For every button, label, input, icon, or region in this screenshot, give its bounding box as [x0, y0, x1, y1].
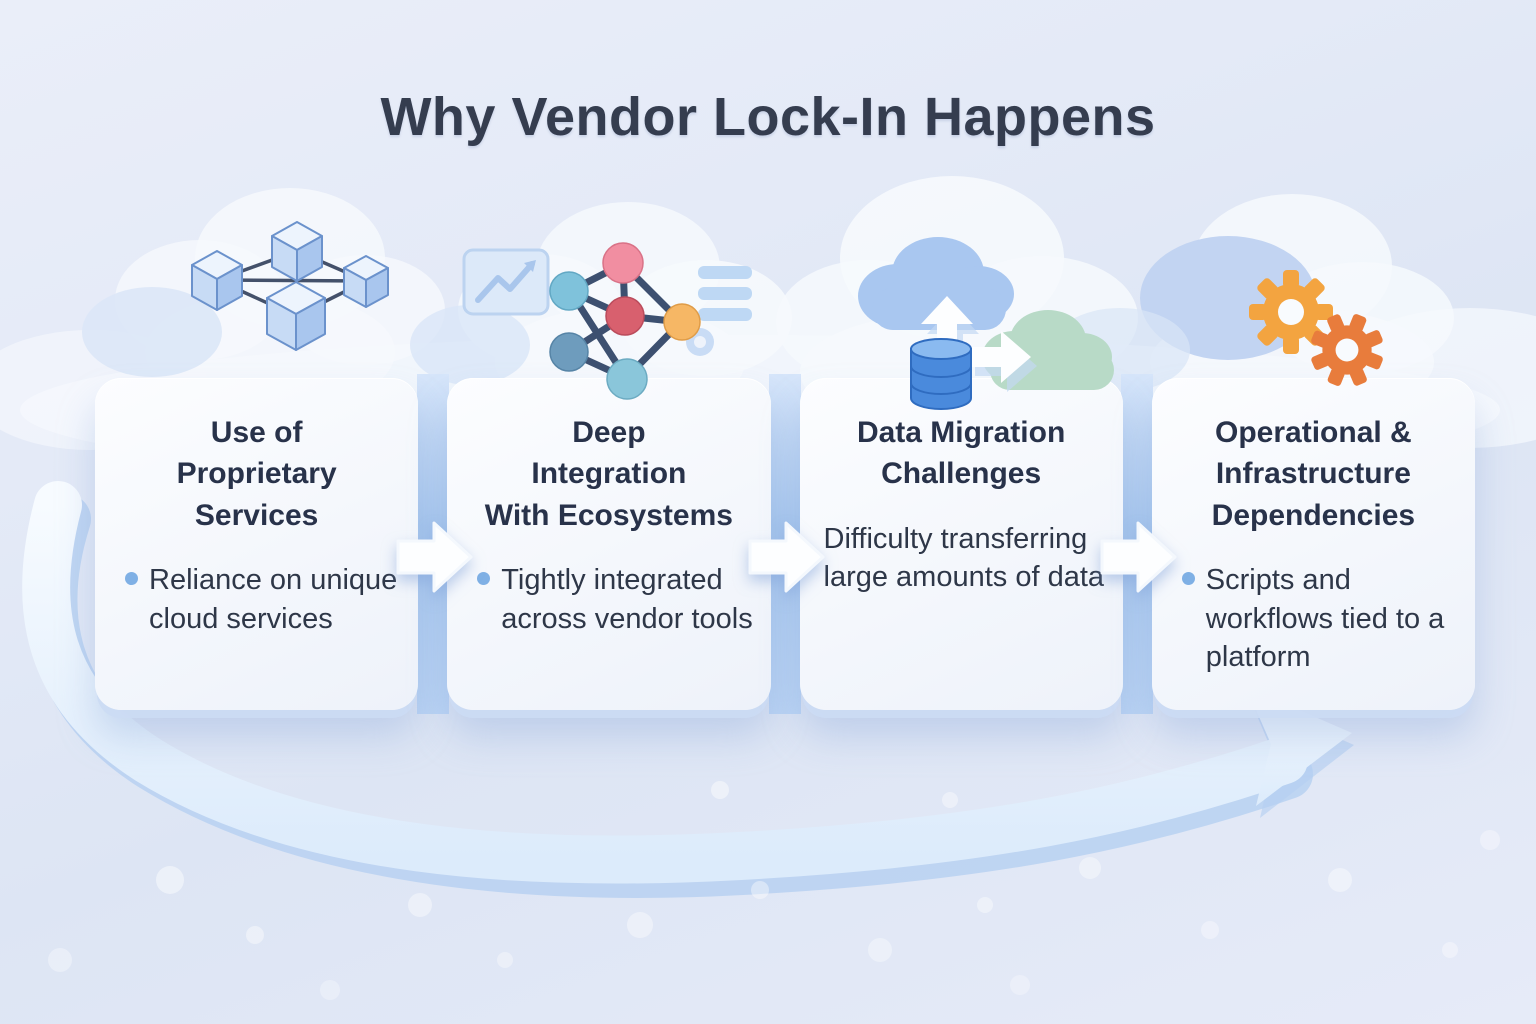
- card-operational-dependencies: Operational & Infrastructure Dependencie…: [1151, 378, 1475, 710]
- bullet-dot: [477, 572, 491, 586]
- gear-decor-icon: [686, 328, 714, 356]
- body-text: Difficulty transferring large amounts of…: [823, 522, 1105, 594]
- blue-clouds-decor: [82, 236, 1316, 392]
- bullet-dot: [125, 572, 138, 586]
- card-heading: Data Migration Challenges: [856, 416, 1066, 491]
- flow-arrow-3: [1100, 521, 1177, 593]
- card-heading: Operational & Infrastructure Dependencie…: [1211, 416, 1416, 532]
- card-proprietary-services: Use of Proprietary Services Reliance on …: [95, 378, 419, 710]
- card-deep-integration: Deep Integration With Ecosystems Tightly…: [447, 378, 771, 710]
- bullet-dot: [1181, 572, 1195, 586]
- swoosh-arrow: [22, 481, 1354, 898]
- card-bullet-row: Scripts and workflows tied to a platform: [1152, 561, 1475, 677]
- speckles-decor: [48, 781, 1500, 1000]
- flow-arrow-2: [748, 521, 825, 593]
- card-data-migration: Data Migration Challenges Difficulty tra…: [799, 378, 1123, 710]
- bullet-text: Tightly integrated across vendor tools: [501, 564, 753, 635]
- page-title: Why Vendor Lock-In Happens: [380, 87, 1156, 147]
- card-bullet-row: Reliance on unique cloud services: [95, 561, 418, 638]
- card-body-text: Difficulty transferring large amounts of…: [800, 520, 1123, 597]
- cards-row: Use of Proprietary Services Reliance on …: [95, 378, 1475, 710]
- card-heading: Deep Integration With Ecosystems: [484, 416, 733, 532]
- flow-arrow-1: [396, 521, 473, 593]
- chart-decor-icon: [462, 248, 550, 316]
- bullet-text: Reliance on unique cloud services: [149, 564, 398, 635]
- card-bullet-row: Tightly integrated across vendor tools: [447, 561, 770, 638]
- card-heading: Use of Proprietary Services: [176, 416, 337, 532]
- bullet-text: Scripts and workflows tied to a platform: [1205, 564, 1445, 674]
- list-decor-icon: [698, 266, 752, 321]
